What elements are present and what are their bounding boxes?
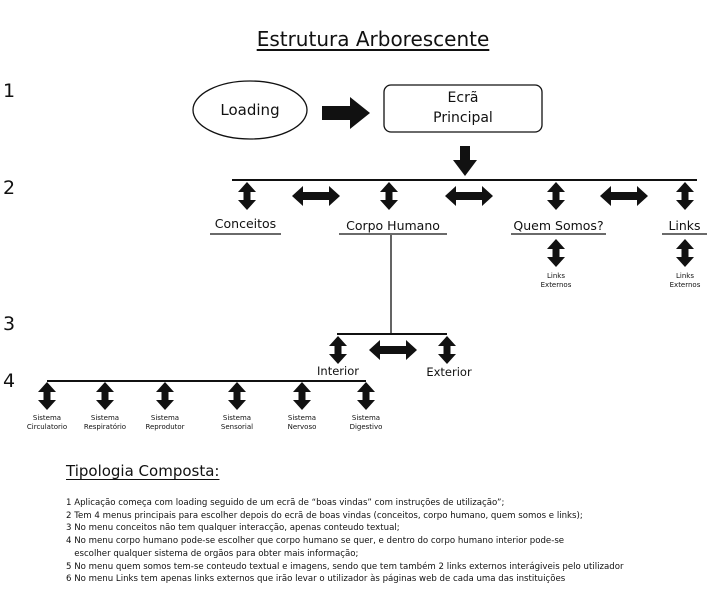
level-2-label: 2 bbox=[3, 177, 16, 199]
sistema-line1: Sistema bbox=[90, 414, 120, 422]
updown-arrow-icon bbox=[156, 382, 174, 410]
note-item: 2 Tem 4 menus principais para escolher d… bbox=[66, 510, 583, 521]
updown-arrow-icon bbox=[676, 182, 694, 210]
sistema-line2: Circulatorio bbox=[26, 423, 68, 431]
sistema-line1: Sistema bbox=[351, 414, 381, 422]
tipologia-title: Tipologia Composta: bbox=[66, 462, 220, 480]
updown-arrow-icon bbox=[547, 239, 565, 267]
menu-corpo-humano: Corpo Humano bbox=[346, 218, 440, 233]
menu-quem-somos: Quem Somos? bbox=[513, 218, 604, 233]
note-item: 5 No menu quem somos tem-se conteudo tex… bbox=[66, 561, 624, 572]
links-externos-line2: Externos bbox=[669, 281, 701, 289]
sistema-line2: Sensorial bbox=[220, 423, 254, 431]
down-arrow-icon bbox=[453, 146, 477, 176]
links-externos-line1: Links bbox=[676, 272, 694, 280]
links-links-externos: Links Externos bbox=[660, 272, 710, 290]
loading-ellipse bbox=[192, 80, 308, 140]
loading-label: Loading bbox=[220, 101, 280, 119]
sistema-sensorial: Sistema Sensorial bbox=[207, 414, 267, 432]
main-screen-line2: Principal bbox=[433, 110, 493, 126]
updown-arrow-icon bbox=[547, 182, 565, 210]
links-externos-line1: Links bbox=[547, 272, 565, 280]
main-screen-line1: Ecrã bbox=[447, 90, 479, 106]
leftright-arrow-icon bbox=[292, 186, 340, 206]
sistema-line2: Respiratório bbox=[83, 423, 127, 431]
links-externos-line2: Externos bbox=[540, 281, 572, 289]
level-1-label: 1 bbox=[3, 80, 16, 102]
updown-arrow-icon bbox=[238, 182, 256, 210]
updown-arrow-icon bbox=[228, 382, 246, 410]
updown-arrow-icon bbox=[293, 382, 311, 410]
updown-arrow-icon bbox=[357, 382, 375, 410]
sistema-circulatorio: Sistema Circulatorio bbox=[17, 414, 77, 432]
note-item: 3 No menu conceitos não tem qualquer int… bbox=[66, 523, 400, 534]
note-item: escolher qualquer sistema de orgãos para… bbox=[66, 548, 359, 559]
sistema-nervoso: Sistema Nervoso bbox=[272, 414, 332, 432]
note-item: 6 No menu Links tem apenas links externo… bbox=[66, 574, 566, 585]
main-screen-label: Ecrã Principal bbox=[384, 88, 542, 128]
menu-conceitos: Conceitos bbox=[214, 216, 277, 231]
sistema-line1: Sistema bbox=[222, 414, 252, 422]
sistema-line2: Nervoso bbox=[287, 423, 317, 431]
sistema-line1: Sistema bbox=[287, 414, 317, 422]
note-item: 4 No menu corpo humano pode-se escolher … bbox=[66, 536, 565, 547]
updown-arrow-icon bbox=[329, 336, 347, 364]
diagram-title: Estrutura Arborescente bbox=[256, 27, 490, 51]
sistema-reprodutor: Sistema Reprodutor bbox=[135, 414, 195, 432]
updown-arrow-icon bbox=[438, 336, 456, 364]
right-arrow-icon bbox=[322, 97, 370, 129]
sistema-digestivo: Sistema Digestivo bbox=[336, 414, 396, 432]
corpo-exterior: Exterior bbox=[426, 365, 472, 379]
menu-links: Links bbox=[668, 218, 701, 233]
level-4-label: 4 bbox=[3, 370, 16, 392]
sistema-line2: Reprodutor bbox=[145, 423, 185, 431]
leftright-arrow-icon bbox=[369, 340, 417, 360]
note-item: 1 Aplicação começa com loading seguido d… bbox=[66, 498, 505, 508]
updown-arrow-icon bbox=[380, 182, 398, 210]
leftright-arrow-icon bbox=[600, 186, 648, 206]
tipologia-notes: 1 Aplicação começa com loading seguido d… bbox=[66, 497, 624, 586]
level-3-label: 3 bbox=[3, 313, 16, 335]
updown-arrow-icon bbox=[676, 239, 694, 267]
updown-arrow-icon bbox=[38, 382, 56, 410]
sistema-respiratorio: Sistema Respiratório bbox=[75, 414, 135, 432]
sistema-line1: Sistema bbox=[32, 414, 62, 422]
sistema-line1: Sistema bbox=[150, 414, 180, 422]
sistema-line2: Digestivo bbox=[349, 423, 383, 431]
leftright-arrow-icon bbox=[445, 186, 493, 206]
main-screen-box bbox=[383, 84, 543, 133]
corpo-interior: Interior bbox=[317, 364, 359, 378]
quem-somos-links-externos: Links Externos bbox=[531, 272, 581, 290]
updown-arrow-icon bbox=[96, 382, 114, 410]
